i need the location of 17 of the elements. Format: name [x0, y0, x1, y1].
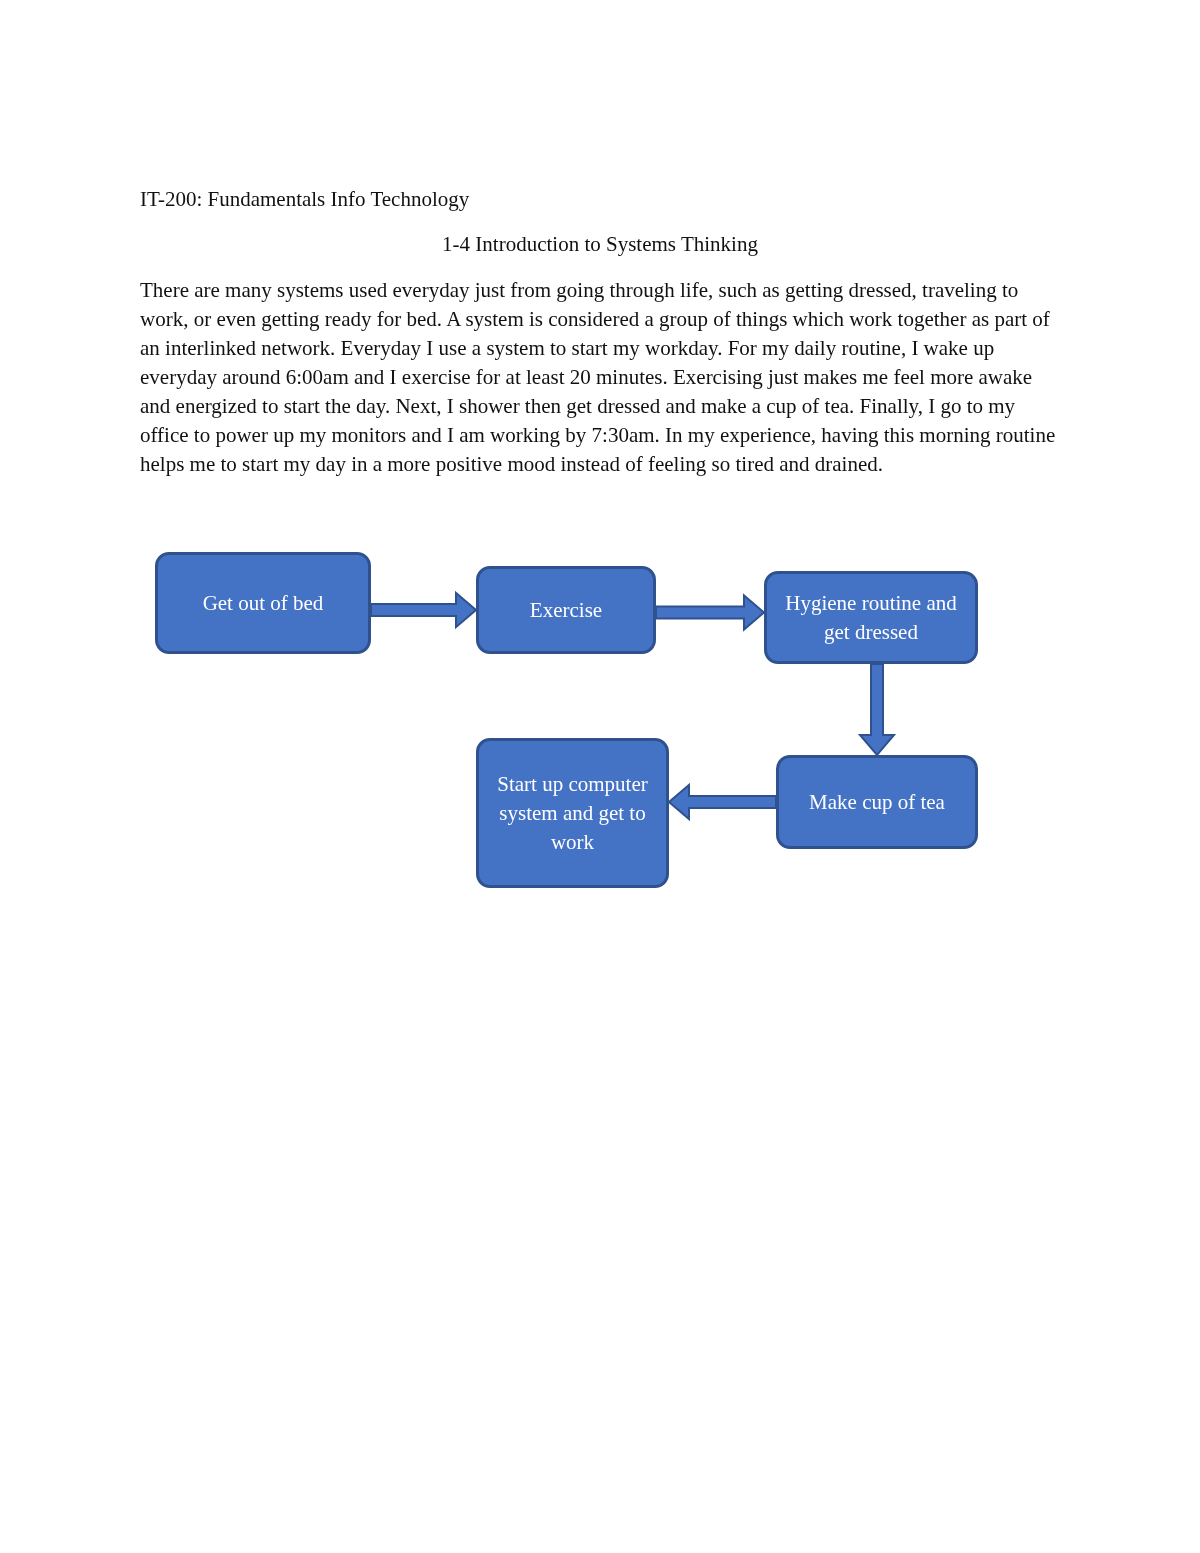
step-text: Exercise — [529, 596, 603, 624]
step-text: Make cup of tea — [809, 788, 945, 816]
process-box — [764, 571, 978, 664]
block-arrow — [857, 663, 897, 757]
step-text: Start up computer system and get to work — [496, 770, 649, 856]
course-heading: IT-200: Fundamentals Info Technology — [140, 186, 470, 213]
block-arrow — [370, 590, 478, 630]
process-box — [155, 552, 371, 654]
block-arrow — [667, 782, 777, 822]
block-arrow — [655, 593, 766, 632]
process-box — [776, 755, 978, 849]
process-box — [476, 566, 656, 654]
page-title: 1-4 Introduction to Systems Thinking — [441, 231, 759, 258]
body-paragraph: There are many systems used everyday just from going through life, such as getting dressed, traveling to work, or even getting ready for bed. A system is considered a group of things which work together as part of an interlinked network. Everyday I use a system to start my workday. For my daily routine, I wake up everyday around 6:00am and I exercise for at least 20 minutes. Exercising just makes me feel more awake and energized to start the day. Next, I shower then get dressed and make a cup of tea. Finally, I go to my office to power up my monitors and I am working by 7:30am. In my experience, having this morning routine helps me to start my day in a more positive mood instead of feeling so tired and drained. — [140, 277, 1057, 478]
step-text: Hygiene routine and get dressed — [784, 589, 958, 646]
process-box — [476, 738, 669, 888]
step-text: Get out of bed — [202, 589, 324, 617]
